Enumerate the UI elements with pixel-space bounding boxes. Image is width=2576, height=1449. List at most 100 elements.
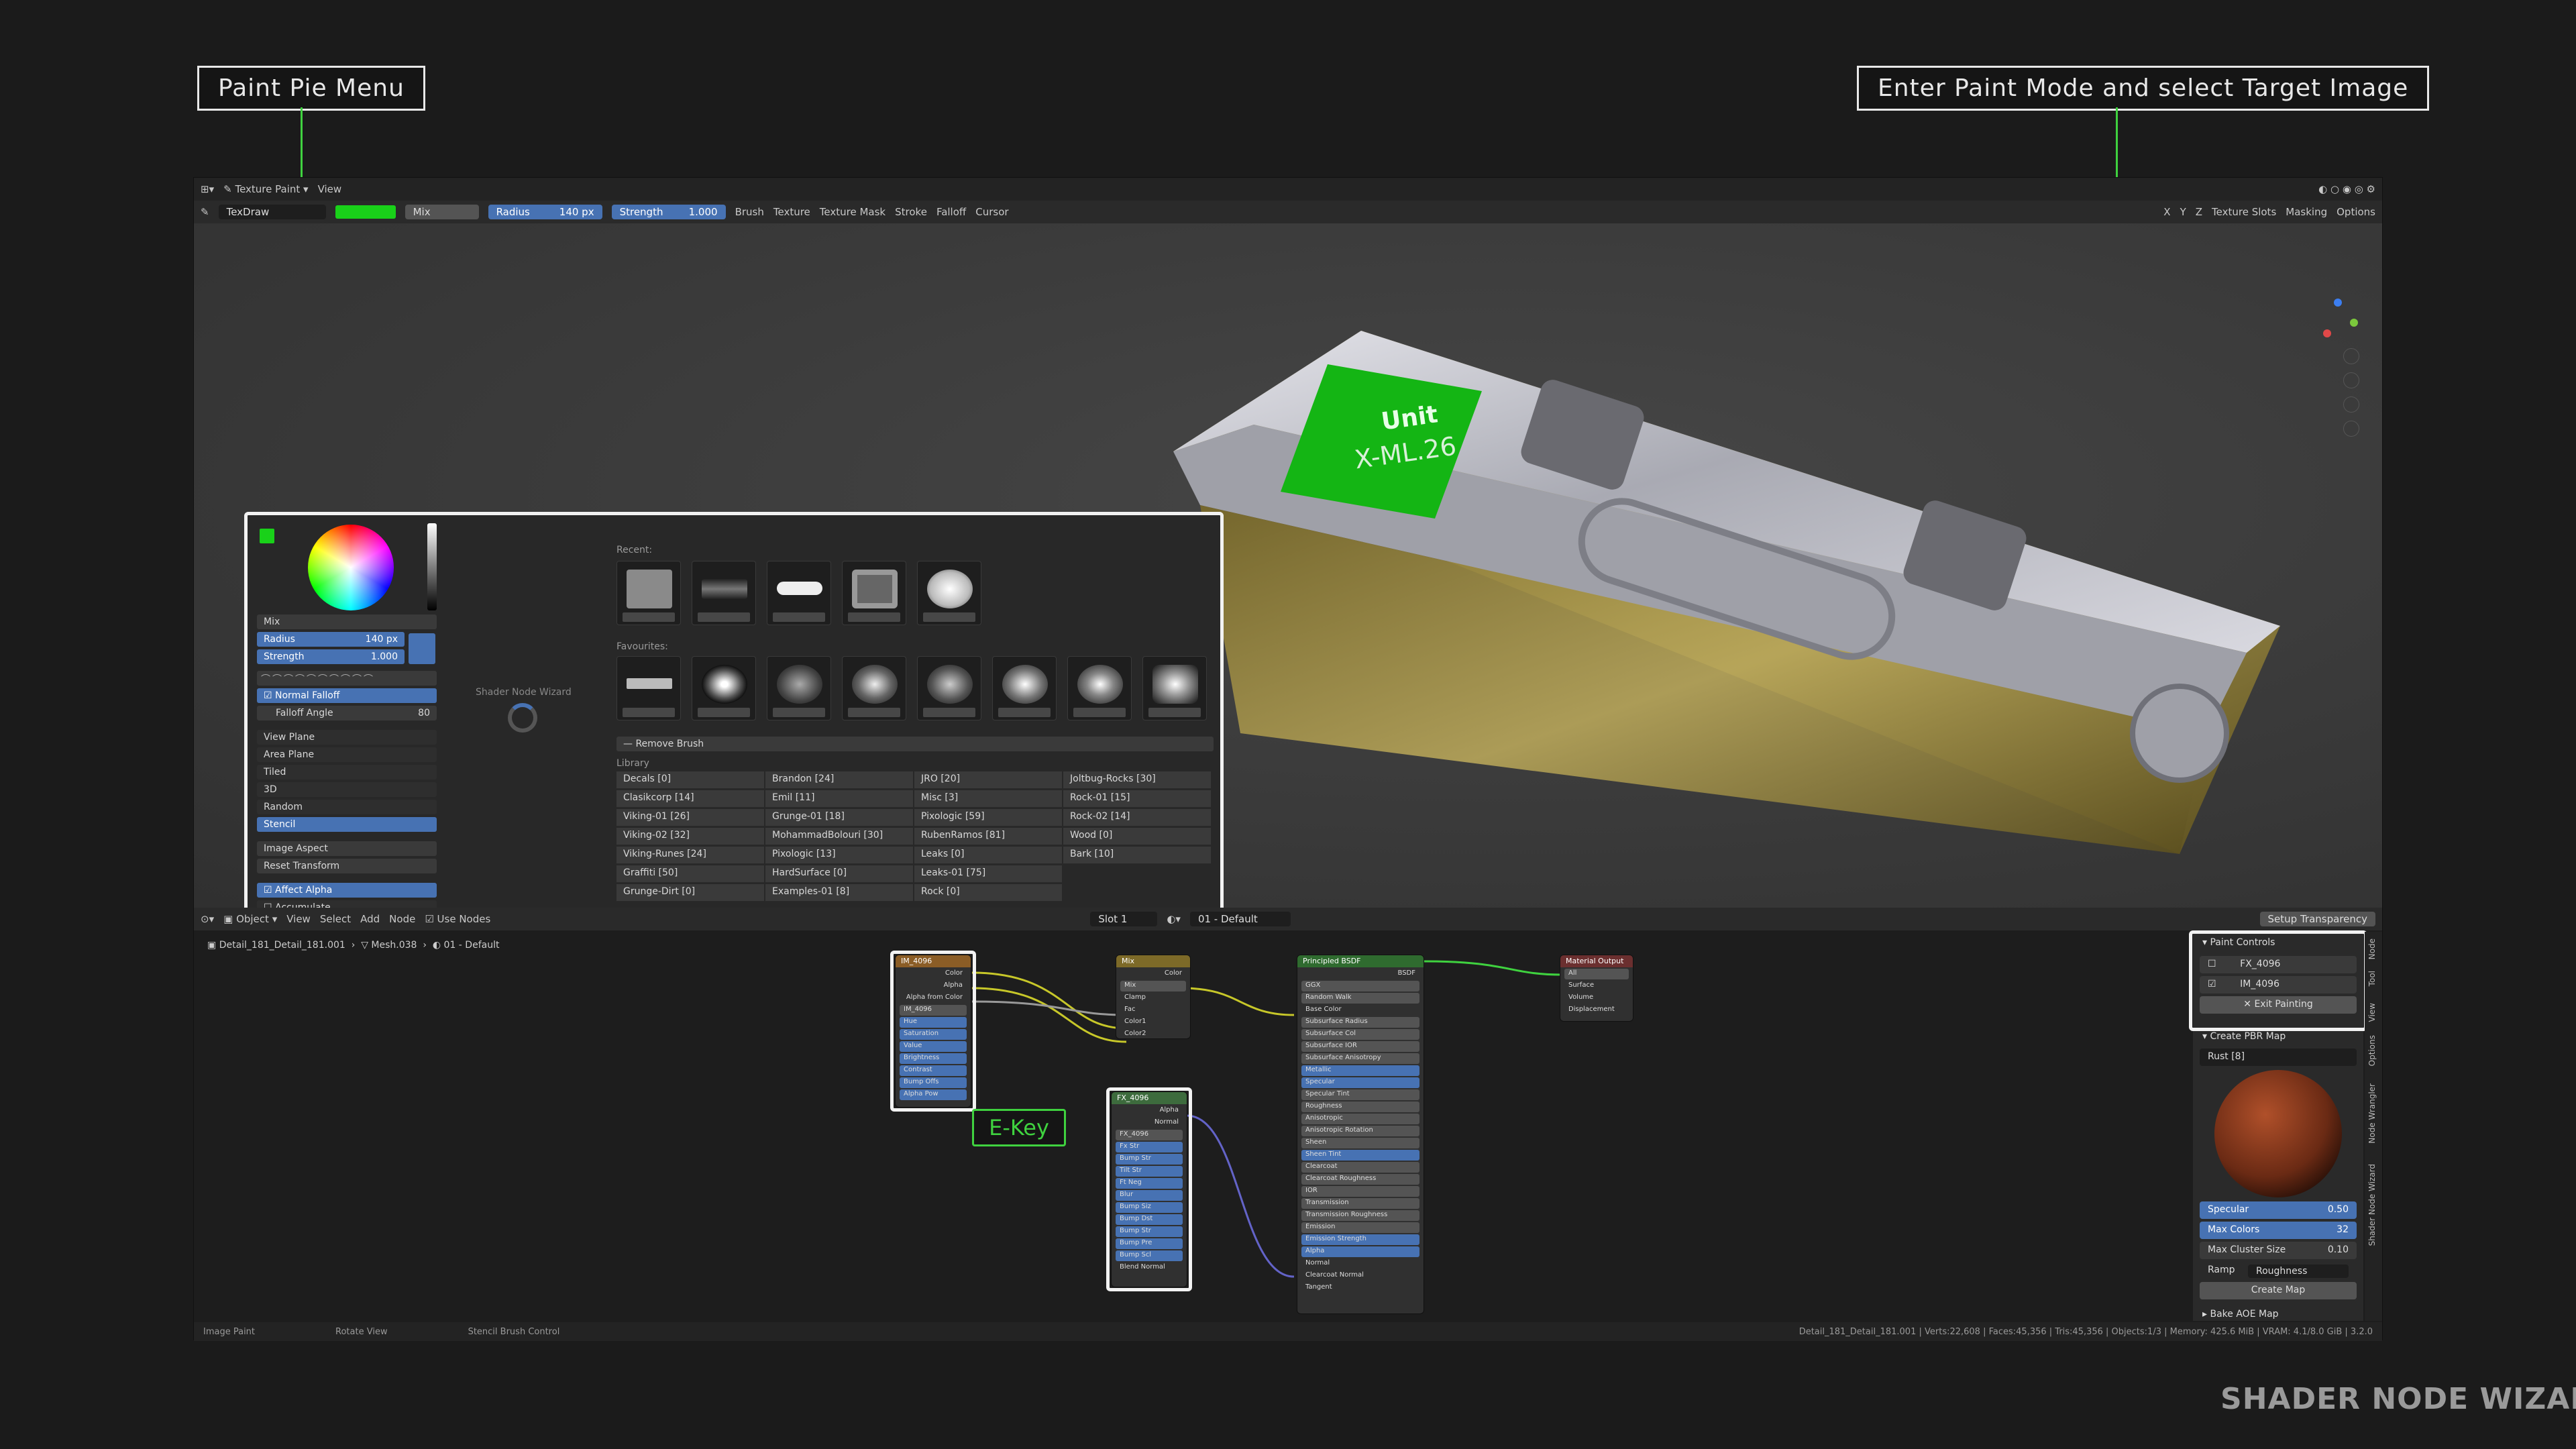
library-item[interactable]: Clasikcorp [14] bbox=[616, 790, 764, 808]
recent-brush-4[interactable] bbox=[842, 561, 906, 625]
library-item[interactable]: Emil [11] bbox=[765, 790, 913, 808]
library-item[interactable]: Decals [0] bbox=[616, 771, 764, 789]
node-field[interactable]: GGX bbox=[1301, 981, 1419, 991]
node-field[interactable]: Specular Tint bbox=[1301, 1089, 1419, 1100]
recent-brush-2[interactable] bbox=[692, 561, 756, 625]
recent-brush-3[interactable] bbox=[767, 561, 831, 625]
library-item[interactable]: Misc [3] bbox=[914, 790, 1062, 808]
breadcrumb-material[interactable]: 01 - Default bbox=[443, 940, 500, 951]
falloff-menu[interactable]: Falloff bbox=[936, 206, 967, 218]
node-field[interactable]: Clamp bbox=[1124, 994, 1146, 1001]
node-field[interactable]: Anisotropic Rotation bbox=[1301, 1126, 1419, 1136]
normal-falloff-toggle[interactable]: ☑ Normal Falloff bbox=[257, 688, 437, 703]
library-item[interactable]: RubenRamos [81] bbox=[914, 828, 1062, 845]
node-field[interactable]: Bump Str bbox=[1116, 1226, 1183, 1237]
use-nodes-toggle[interactable]: ☑ Use Nodes bbox=[425, 913, 491, 925]
radius-field[interactable]: Radius 140 px bbox=[488, 205, 602, 219]
library-item[interactable]: MohammadBolouri [30] bbox=[765, 828, 913, 845]
value-slider[interactable] bbox=[427, 523, 437, 610]
pan-hand-icon[interactable] bbox=[2343, 372, 2359, 388]
node-field[interactable]: Bump Offs bbox=[900, 1077, 967, 1088]
library-item[interactable]: Viking-02 [32] bbox=[616, 828, 764, 845]
blend-mode-select[interactable]: Mix bbox=[405, 205, 479, 219]
node-field[interactable]: Contrast bbox=[900, 1065, 967, 1076]
brush-icon[interactable]: ✎ bbox=[201, 206, 209, 218]
library-item[interactable]: Rock-01 [15] bbox=[1063, 790, 1211, 808]
node-field[interactable]: Random Walk bbox=[1301, 993, 1419, 1004]
favourite-brush-5[interactable] bbox=[917, 656, 981, 720]
library-item[interactable]: Grunge-01 [18] bbox=[765, 809, 913, 826]
library-item[interactable]: Wood [0] bbox=[1063, 828, 1211, 845]
recent-brush-1[interactable] bbox=[616, 561, 681, 625]
favourite-brush-2[interactable] bbox=[692, 656, 756, 720]
library-item[interactable]: Joltbug-Rocks [30] bbox=[1063, 771, 1211, 789]
library-item[interactable]: Examples-01 [8] bbox=[765, 884, 913, 902]
node-editor-type-icon[interactable]: ⊙▾ bbox=[201, 913, 215, 925]
node-field[interactable]: Tangent bbox=[1305, 1283, 1332, 1291]
favourite-brush-1[interactable] bbox=[616, 656, 681, 720]
node-field[interactable]: Normal bbox=[1305, 1259, 1330, 1267]
mapping-area-plane[interactable]: Area Plane bbox=[257, 747, 437, 762]
texture-slots-menu[interactable]: Texture Slots bbox=[2212, 206, 2277, 218]
brush-color-swatch-small[interactable] bbox=[260, 529, 274, 543]
favourite-brush-7[interactable] bbox=[1067, 656, 1132, 720]
library-item[interactable]: HardSurface [0] bbox=[765, 865, 913, 883]
axis-z[interactable]: Z bbox=[2195, 206, 2203, 218]
sidebar-tab[interactable]: Node Wrangler bbox=[2367, 1083, 2377, 1144]
node-field[interactable]: Clearcoat Normal bbox=[1305, 1271, 1364, 1279]
node-field[interactable]: Clearcoat Roughness bbox=[1301, 1174, 1419, 1185]
node-field[interactable]: IM_4096 bbox=[900, 1005, 967, 1016]
node-field[interactable]: Bump Pre bbox=[1116, 1238, 1183, 1249]
navigation-gizmo[interactable] bbox=[2318, 299, 2358, 339]
library-item[interactable]: Pixologic [13] bbox=[765, 847, 913, 864]
node-field[interactable]: Bump Scl bbox=[1116, 1250, 1183, 1261]
mapping-3d[interactable]: 3D bbox=[257, 782, 437, 797]
node-field[interactable]: Clearcoat bbox=[1301, 1162, 1419, 1173]
node-field[interactable]: Blur bbox=[1116, 1190, 1183, 1201]
mode-selector[interactable]: ✎ Texture Paint ▾ bbox=[223, 183, 309, 195]
grid-icon[interactable] bbox=[2343, 421, 2359, 437]
node-field[interactable]: Fx Str bbox=[1116, 1142, 1183, 1152]
texture-menu[interactable]: Texture bbox=[773, 206, 810, 218]
mix-node[interactable]: Mix Color Mix Clamp Fac Color1 Color2 bbox=[1116, 955, 1191, 1039]
brush-color-swatch[interactable] bbox=[335, 205, 396, 219]
node-field[interactable]: Transmission bbox=[1301, 1198, 1419, 1209]
node-field[interactable]: All bbox=[1564, 969, 1629, 979]
node-field[interactable]: Saturation bbox=[900, 1029, 967, 1040]
node-field[interactable]: Bump Dst bbox=[1116, 1214, 1183, 1225]
slot-select[interactable]: Slot 1 bbox=[1090, 912, 1158, 926]
library-item[interactable]: JRO [20] bbox=[914, 771, 1062, 789]
node-node-menu[interactable]: Node bbox=[389, 913, 416, 925]
recent-brush-5[interactable] bbox=[917, 561, 981, 625]
node-field[interactable]: Sheen bbox=[1301, 1138, 1419, 1148]
node-field[interactable]: Emission bbox=[1301, 1222, 1419, 1233]
library-item[interactable]: Viking-01 [26] bbox=[616, 809, 764, 826]
breadcrumb-mesh[interactable]: Mesh.038 bbox=[371, 940, 417, 951]
sidebar-tab[interactable]: Shader Node Wizard bbox=[2367, 1164, 2377, 1246]
mapping-view-plane[interactable]: View Plane bbox=[257, 730, 437, 745]
node-field[interactable]: Roughness bbox=[1301, 1102, 1419, 1112]
favourite-brush-8[interactable] bbox=[1142, 656, 1207, 720]
paint-controls-header[interactable]: ▾ Paint Controls bbox=[2202, 937, 2275, 948]
node-field[interactable]: Hue bbox=[900, 1017, 967, 1028]
node-field[interactable]: Emission Strength bbox=[1301, 1234, 1419, 1245]
bake-aoe-header[interactable]: ▸ Bake AOE Map bbox=[2202, 1309, 2279, 1320]
create-map-button[interactable]: Create Map bbox=[2200, 1282, 2357, 1299]
editor-type-icon[interactable]: ⊞▾ bbox=[201, 183, 215, 195]
breadcrumb-object[interactable]: Detail_181_Detail_181.001 bbox=[219, 940, 345, 951]
axis-y[interactable]: Y bbox=[2180, 206, 2186, 218]
node-field[interactable]: Transmission Roughness bbox=[1301, 1210, 1419, 1221]
library-item[interactable]: Viking-Runes [24] bbox=[616, 847, 764, 864]
mapping-stencil[interactable]: Stencil bbox=[257, 817, 437, 832]
create-pbr-header[interactable]: ▾ Create PBR Map bbox=[2202, 1031, 2286, 1042]
node-field[interactable]: IOR bbox=[1301, 1186, 1419, 1197]
node-field[interactable]: Bump Siz bbox=[1116, 1202, 1183, 1213]
stroke-menu[interactable]: Stroke bbox=[895, 206, 927, 218]
library-item[interactable]: Bark [10] bbox=[1063, 847, 1211, 864]
accumulate-toggle[interactable]: ☐ Accumulate bbox=[257, 900, 437, 908]
